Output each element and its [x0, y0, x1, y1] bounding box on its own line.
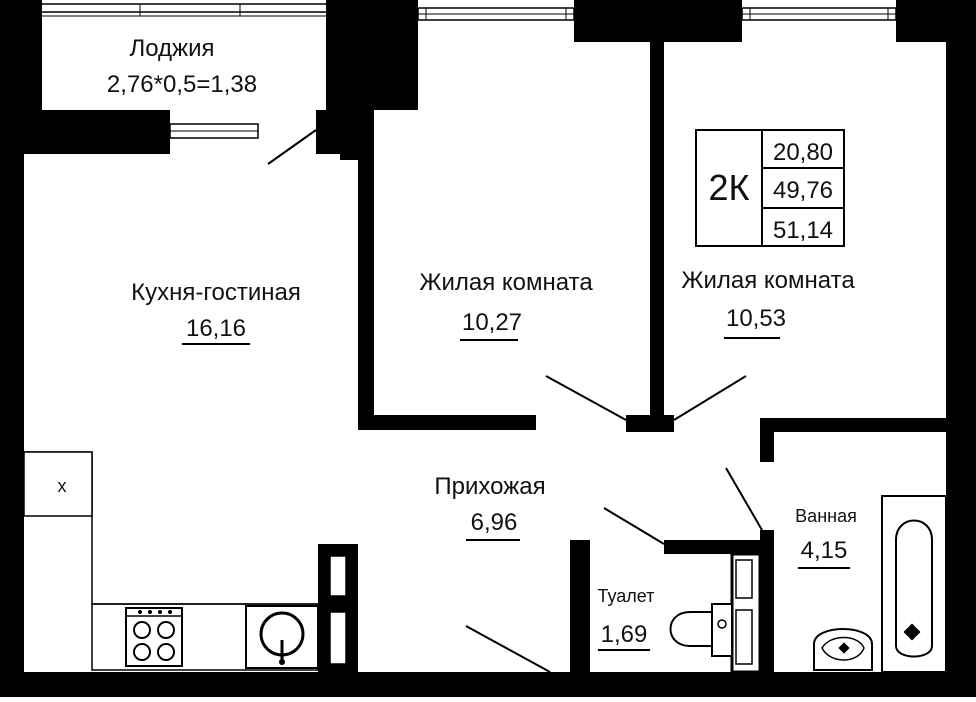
stove-icon: [125, 607, 183, 667]
wall-bedroom1-left: [358, 40, 374, 430]
room-labels: Лоджия 2,76*0,5=1,38 Кухня-гостиная 16,1…: [107, 35, 857, 651]
window-bedroom1: [417, 7, 575, 21]
loggia-name: Лоджия: [129, 35, 214, 62]
bathtub-icon: [881, 495, 947, 673]
window-loggia-top: [42, 3, 326, 17]
total-area-value: 49,76: [773, 177, 833, 204]
door-bathroom: [725, 467, 763, 531]
apartment-type: 2К: [709, 167, 750, 208]
kitchen-counter: x: [23, 451, 319, 671]
door-toilet: [603, 507, 665, 545]
washbasin-icon: [813, 628, 873, 671]
hallway-name: Прихожая: [434, 473, 545, 500]
sink-icon: [245, 605, 319, 669]
summary-table: 2К 20,80 49,76 51,14: [695, 129, 845, 247]
wall-right: [946, 0, 976, 697]
doors: [267, 129, 763, 673]
vent-shafts: [329, 552, 762, 674]
toilet-name: Туалет: [598, 586, 655, 606]
wall-toilet-left: [570, 540, 590, 675]
wall-under-loggia: [0, 110, 170, 154]
wall-top-middle: [574, 0, 742, 42]
wall-bottom: [0, 672, 976, 697]
hallway-area: 6,96: [471, 509, 518, 536]
wall-bathroom-top: [760, 418, 946, 432]
wall-bedroom1-bottom: [358, 415, 536, 430]
bathroom-name: Ванная: [795, 506, 857, 526]
wall-top-right: [896, 0, 976, 42]
wall-toilet-top: [664, 540, 774, 554]
bathroom-area: 4,15: [801, 537, 848, 564]
wall-bedroom-partition: [650, 40, 664, 432]
bedroom1-name: Жилая комната: [419, 269, 593, 296]
kitchen-name: Кухня-гостиная: [131, 279, 301, 306]
door-loggia: [267, 129, 317, 165]
loggia-area: 2,76*0,5=1,38: [107, 71, 257, 98]
window-kitchen-balcony: [169, 123, 259, 139]
wall-bathroom-top-stub: [760, 418, 774, 462]
bedroom2-name: Жилая комната: [681, 267, 855, 294]
door-bedroom1: [545, 375, 627, 421]
bedroom2-area: 10,53: [726, 305, 786, 332]
windows: [42, 3, 897, 139]
wall-left: [0, 0, 24, 697]
living-area-value: 20,80: [773, 139, 833, 166]
wall-bathroom-left: [760, 530, 774, 675]
toilet-icon: [669, 603, 733, 657]
wall-door-stub: [626, 415, 674, 432]
toilet-area: 1,69: [601, 621, 648, 648]
kitchen-area: 16,16: [186, 315, 246, 342]
bedroom1-area: 10,27: [462, 309, 522, 336]
door-entrance: [465, 625, 551, 673]
fridge: [23, 451, 93, 517]
window-bedroom2: [741, 7, 897, 21]
wall-loggia-left: [24, 0, 42, 110]
total-with-loggia-value: 51,14: [773, 217, 833, 244]
door-bedroom2: [673, 375, 747, 421]
fridge-mark: x: [58, 476, 67, 496]
